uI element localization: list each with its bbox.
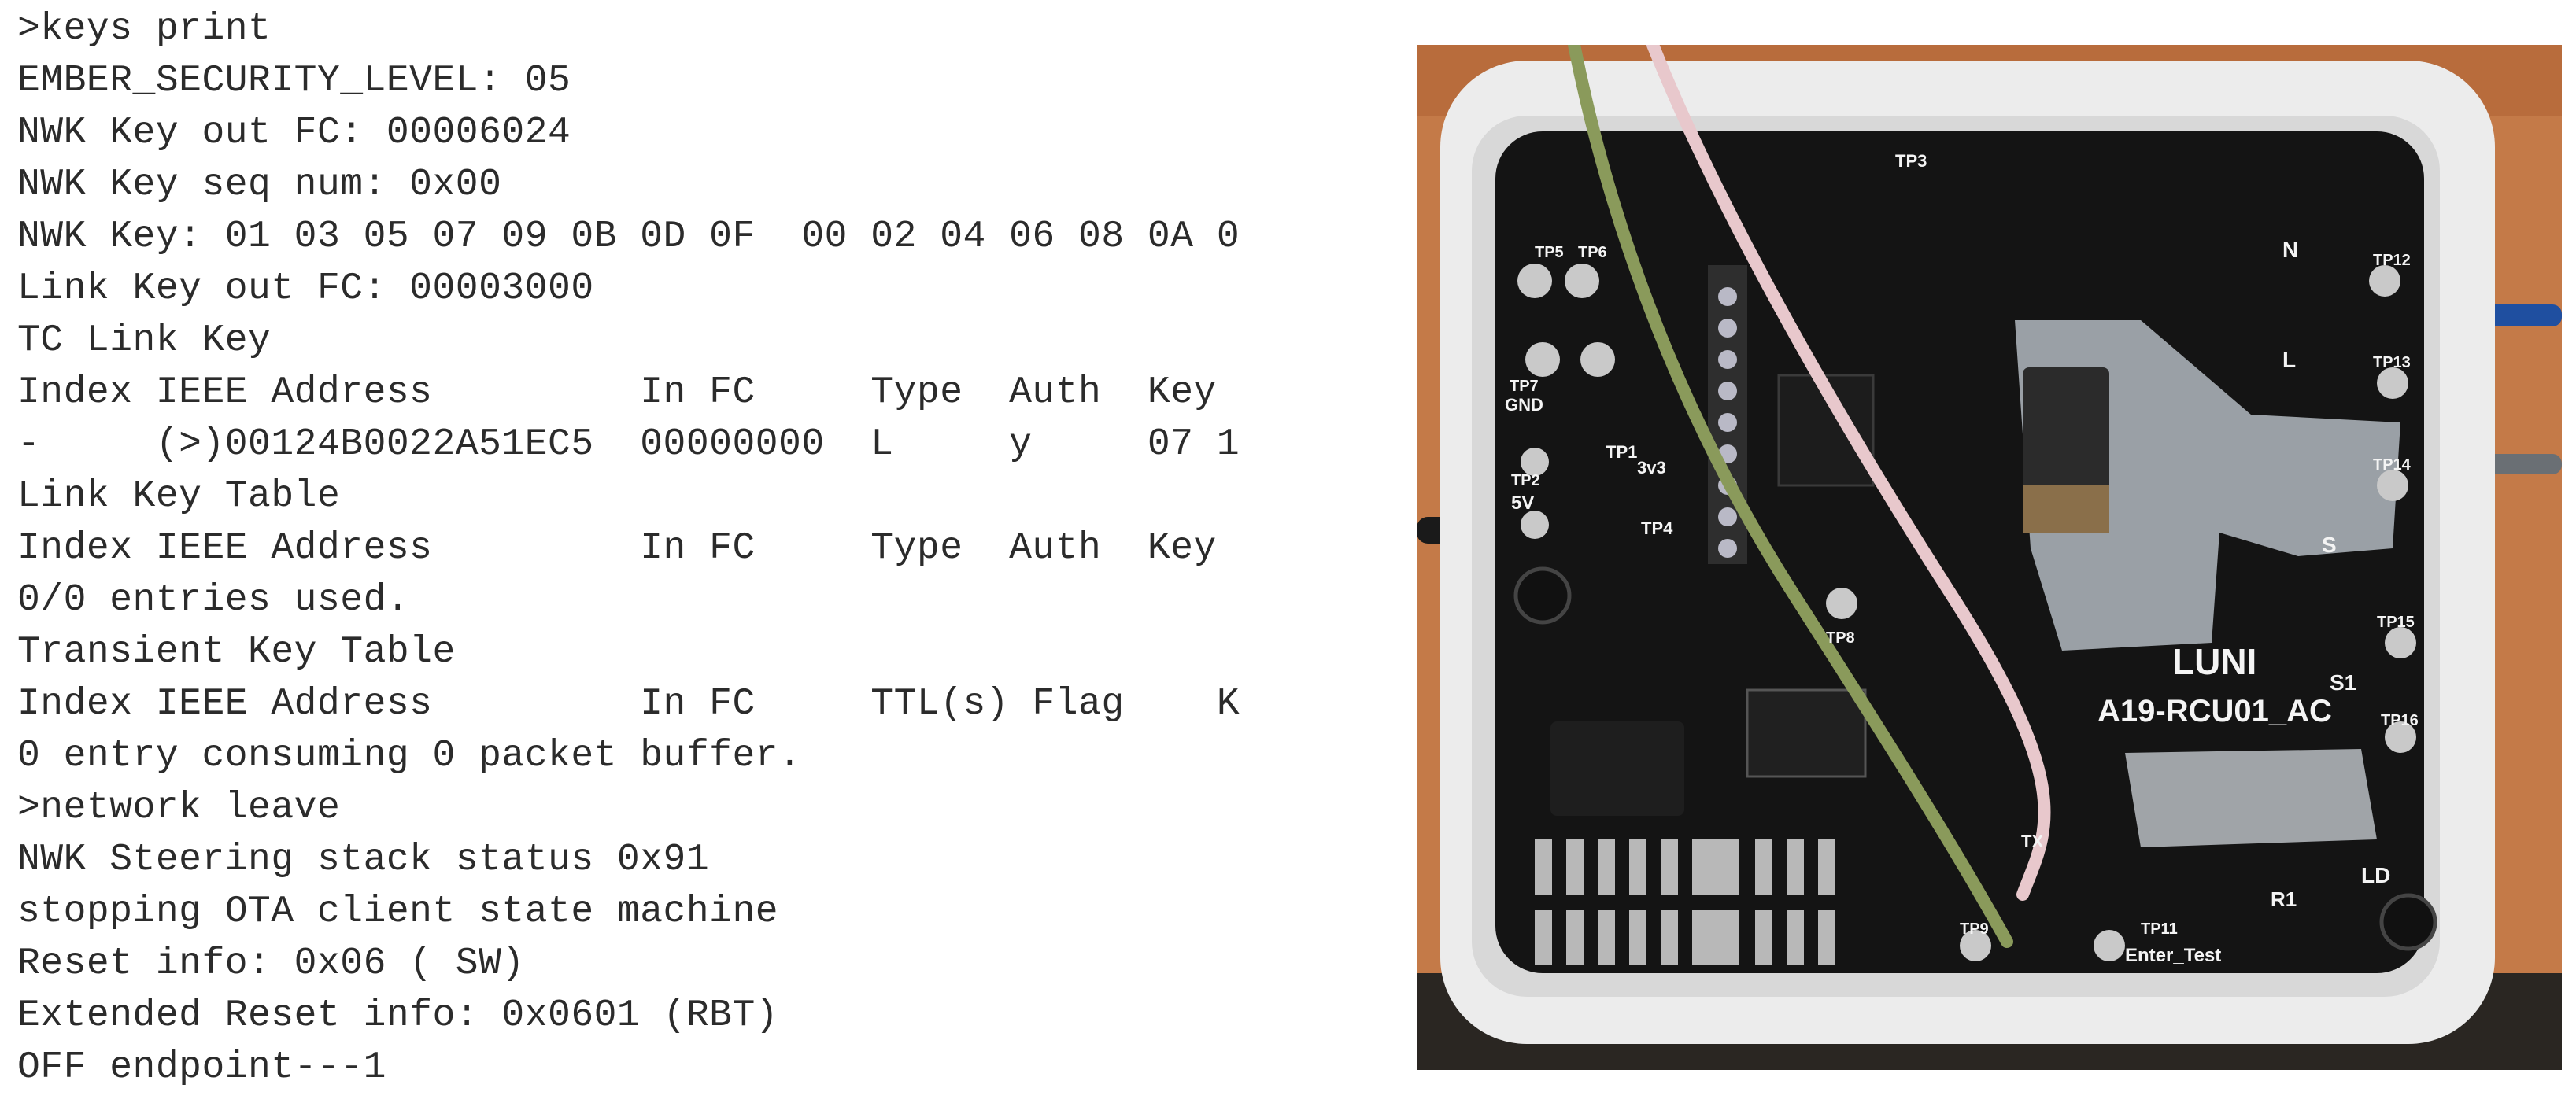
pcb-photo-drawing: TP3 TP5 TP6 TP7 GND TP1 3v3 TP2 5V TP4 T… [1417,45,2562,1070]
console-line: Index IEEE Address In FC TTL(s) Flag K [17,683,1240,725]
console-line: Index IEEE Address In FC Type Auth Key [17,527,1217,570]
board-brand-logo: LUNI [2172,641,2256,682]
silk-s1: S1 [2330,670,2356,695]
console-line: Link Key out FC: 00003000 [17,267,594,310]
silk-tp9: TP9 [1960,920,1989,938]
silk-n: N [2282,238,2298,262]
silk-tx: TX [2021,832,2043,851]
silk-ld: LD [2361,863,2390,887]
pcb-photo: TP3 TP5 TP6 TP7 GND TP1 3v3 TP2 5V TP4 T… [1417,45,2562,1070]
console-line: 0 entry consuming 0 packet buffer. [17,735,802,777]
silk-r1: R1 [2271,887,2297,911]
console-line: Reset info: 0x06 ( SW) [17,942,525,985]
silk-tp12: TP12 [2373,252,2411,269]
console-line: NWK Key out FC: 00006024 [17,112,571,154]
board-model-label: A19-RCU01_AC [2097,694,2332,729]
console-line: Transient Key Table [17,631,456,673]
silk-tp14: TP14 [2373,456,2412,474]
console-line: Index IEEE Address In FC Type Auth Key [17,371,1217,414]
silk-tp16: TP16 [2381,712,2419,729]
silk-5v: 5V [1511,492,1534,514]
console-line: >keys print [17,8,272,50]
silk-tp11: TP11 [2141,920,2178,938]
silk-tp15: TP15 [2377,614,2415,631]
silk-tp4: TP4 [1641,518,1673,538]
console-line: OFF endpoint---1 [17,1046,386,1089]
console-line: Link Key Table [17,475,341,518]
silk-tp1: TP1 [1606,442,1637,462]
silk-tp3: TP3 [1895,151,1927,171]
console-line: - (>)00124B0022A51EC5 00000000 L y 07 1 [17,423,1240,466]
silk-tp7: TP7 [1510,378,1539,395]
silk-enter-test: Enter_Test [2125,945,2221,966]
silk-tp8: TP8 [1826,629,1855,647]
silk-tp5: TP5 [1535,244,1564,261]
silk-tp6: TP6 [1578,244,1607,261]
console-line: TC Link Key [17,319,272,362]
console-line: EMBER_SECURITY_LEVEL: 05 [17,60,571,102]
silk-3v3: 3v3 [1637,458,1666,478]
silk-tp13: TP13 [2373,354,2411,371]
console-line: NWK Key seq num: 0x00 [17,164,502,206]
silk-tp2: TP2 [1511,472,1540,489]
console-line: 0/0 entries used. [17,579,410,622]
console-line: Extended Reset info: 0x0601 (RBT) [17,994,779,1037]
silk-gnd: GND [1505,395,1543,415]
console-line: >network leave [17,787,341,829]
console-line: stopping OTA client state machine [17,891,779,933]
silk-l: L [2282,348,2296,372]
console-line: NWK Steering stack status 0x91 [17,839,710,881]
console-line: NWK Key: 01 03 05 07 09 0B 0D 0F 00 02 0… [17,216,1240,258]
silk-s: S [2322,533,2337,557]
